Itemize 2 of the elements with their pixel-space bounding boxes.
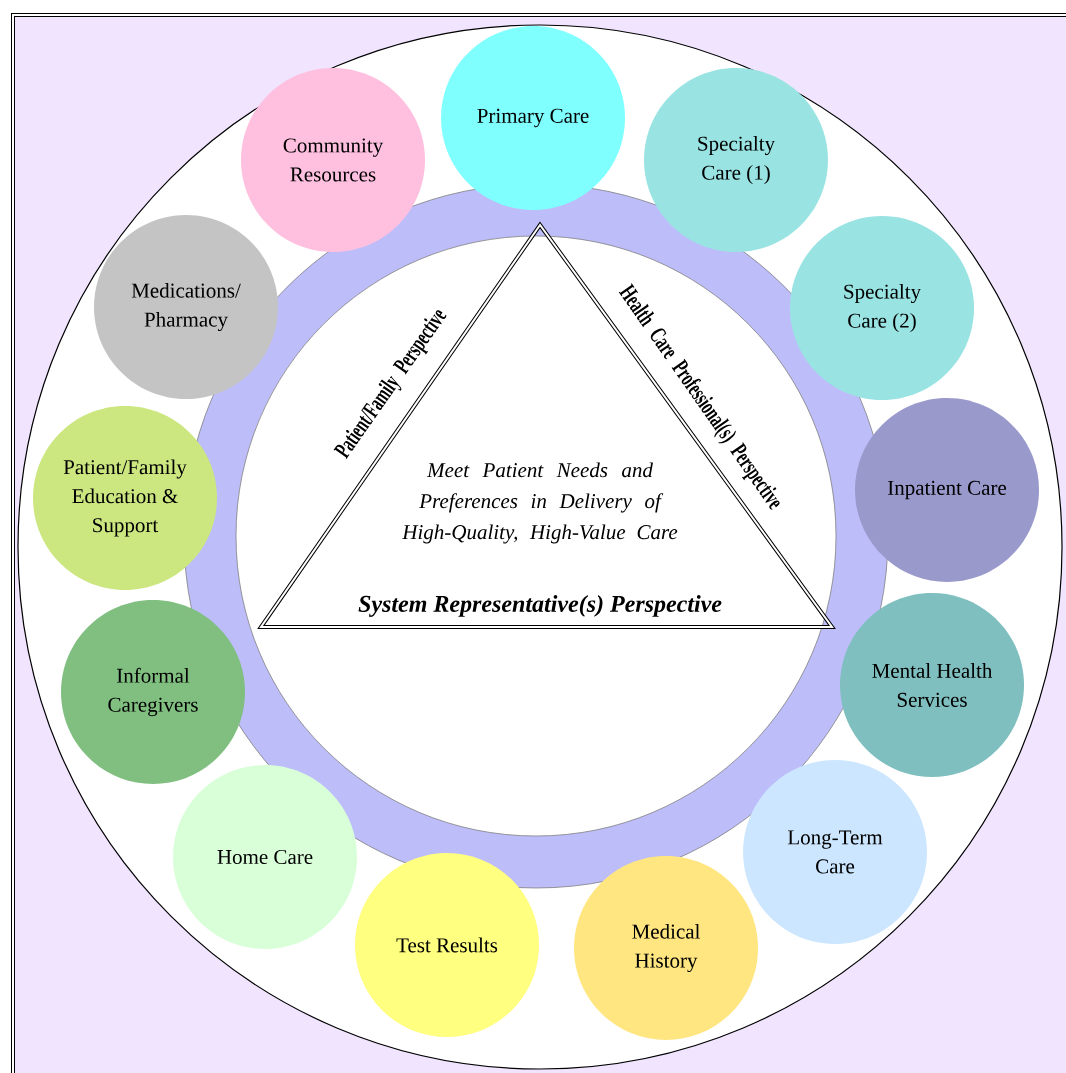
- center-text: Meet Patient Needs and Preferences in Delivery of High-Quality, High-Value Care: [402, 462, 678, 544]
- base-label: System Representative(s) Perspective: [358, 595, 722, 617]
